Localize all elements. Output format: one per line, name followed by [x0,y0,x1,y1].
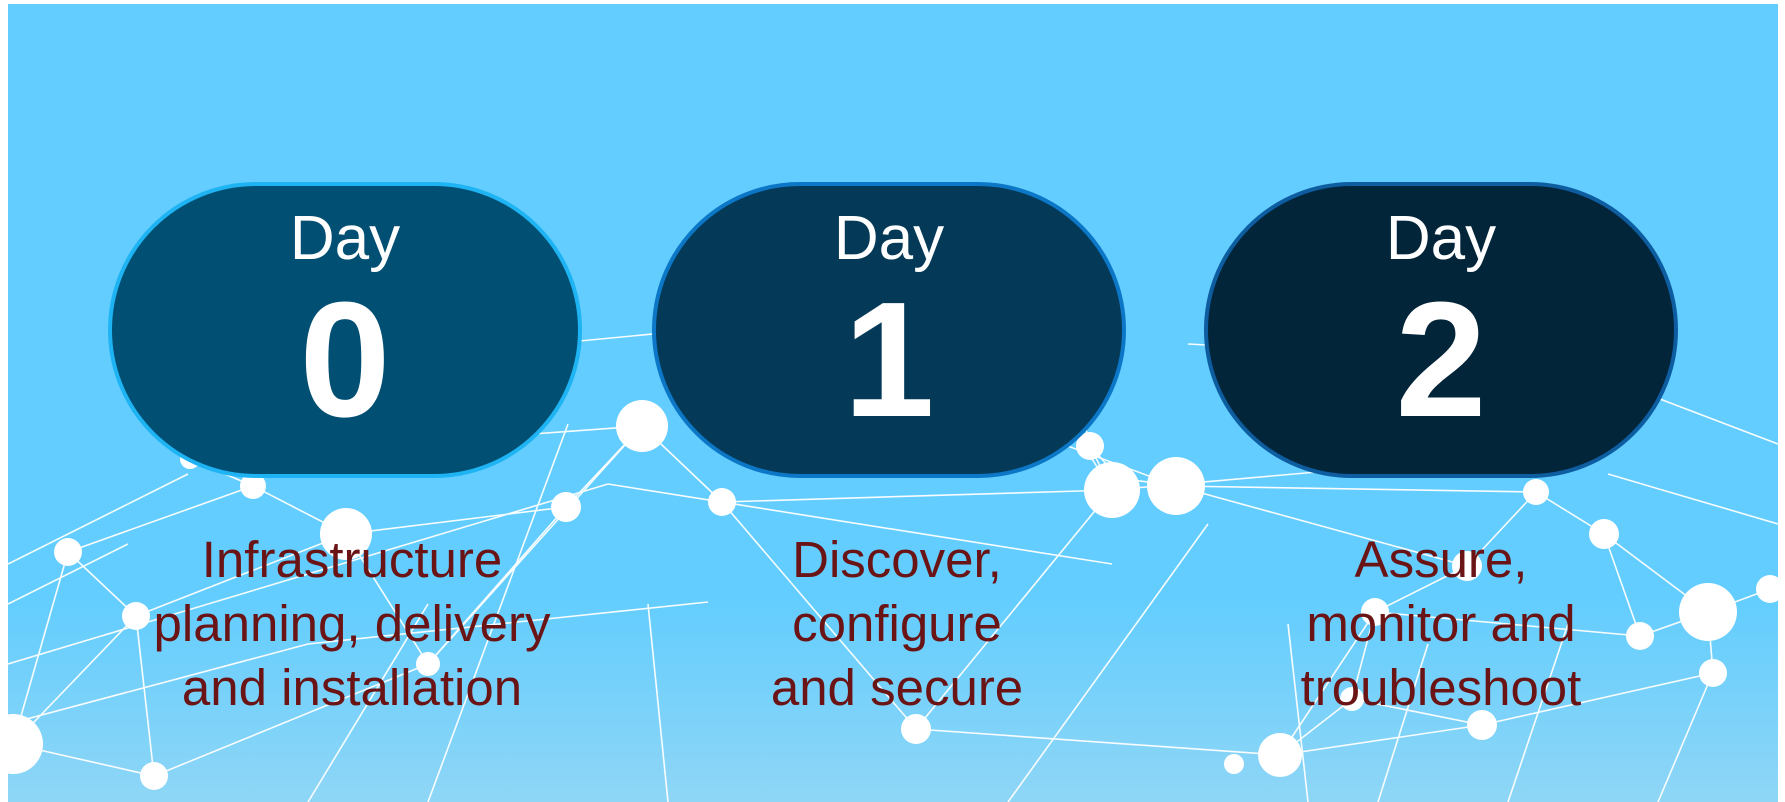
day-2-description-line: monitor and [1306,595,1576,652]
network-link [1279,611,1376,756]
network-link [67,551,137,617]
network-node [1224,754,1244,774]
day-1-number: 1 [843,268,935,451]
network-link [67,485,254,553]
network-link [915,489,1113,730]
network-node [1361,598,1389,626]
network-node [1340,687,1364,711]
network-link [12,551,69,745]
day-0-description-line: planning, delivery [153,595,551,652]
network-node [54,538,82,566]
network-link [307,603,429,802]
network-node [1258,733,1302,777]
network-node [1589,519,1619,549]
network-link [1374,611,1641,637]
network-link [1466,491,1537,567]
network-node [1109,468,1129,488]
day-0-description-line: Infrastructure [201,531,503,588]
network-link [721,501,917,730]
network-link [345,506,567,535]
network-link [427,506,567,665]
network-link [427,423,569,802]
day-1-description-line: configure [792,595,1002,652]
network-link [1374,565,1468,613]
network-node [708,488,736,516]
day-2-description-line: Assure, [1354,531,1528,588]
network-link [8,643,309,725]
network-node [416,652,440,676]
network-link [1175,485,1468,567]
day-1-description: Discover, configure and secure [637,528,1157,720]
network-link [1507,623,1569,802]
day-2-label: Day [1385,204,1497,273]
network-link [1481,672,1714,726]
network-link [8,483,609,665]
network-link [1377,643,1429,802]
day-1-description-line: and secure [770,659,1024,716]
network-node [1679,583,1737,641]
day-0-pill: Day 0 [108,182,582,478]
network-link [1279,724,1483,756]
network-node [901,714,931,744]
network-node [551,492,581,522]
day-0-description-line: and installation [181,659,523,716]
network-link [307,601,709,645]
network-node [1467,710,1497,740]
network-link [1287,623,1309,802]
network-node [616,400,668,452]
day-0-label: Day [289,204,401,273]
network-link [1657,683,1709,802]
network-node [1756,575,1778,603]
day-2-number: 2 [1395,268,1487,451]
day-1-description-line: Discover, [792,531,1002,588]
network-node [1147,457,1205,515]
network-link [153,663,429,777]
network-link [135,533,347,617]
network-node [1523,479,1549,505]
day-0-number: 0 [299,268,391,451]
network-link [721,489,1113,503]
network-link [915,728,1281,756]
network-link [1351,611,1376,700]
network-node [1076,432,1104,460]
day-2-description: Assure, monitor and troubleshoot [1181,528,1701,720]
network-link [647,603,669,802]
day-2-description-line: troubleshoot [1300,659,1582,716]
network-node [240,473,266,499]
network-link [1351,698,1483,726]
slide-canvas: Day 0 Day 1 Day 2 Infrastructure plannin… [8,4,1778,802]
network-link [8,543,129,605]
network-node [1452,551,1482,581]
network-node [1626,622,1654,650]
network-link [607,483,1113,565]
day-1-pill: Day 1 [652,182,1126,478]
network-node [1084,462,1140,518]
network-node [140,762,168,790]
network-link [1007,523,1209,802]
network-node [122,602,150,630]
network-node [8,714,43,774]
network-node [1699,659,1727,687]
network-node [320,508,372,560]
network-link [1603,533,1641,637]
network-link [135,615,155,777]
day-2-pill: Day 2 [1204,182,1678,478]
network-link [1607,473,1778,525]
network-link [1175,485,1537,493]
day-0-description: Infrastructure planning, delivery and in… [92,528,612,720]
day-1-label: Day [833,204,945,273]
network-link [8,473,189,565]
